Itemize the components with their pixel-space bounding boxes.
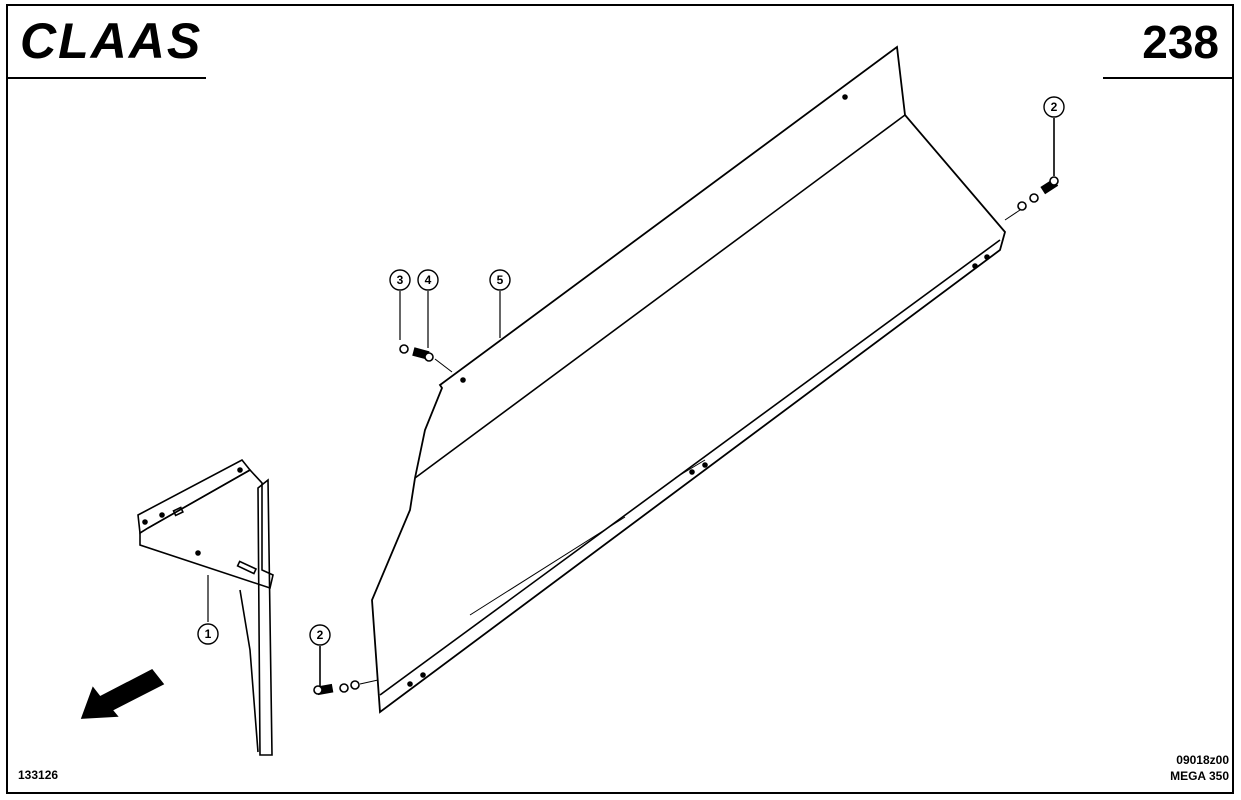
page-number: 238	[1142, 16, 1219, 68]
claas-logo: CLAAS	[20, 14, 202, 64]
callout-2-right: 2	[1043, 96, 1065, 118]
callout-5-label: 5	[497, 273, 504, 287]
callout-2-left: 2	[309, 624, 331, 646]
page-rule	[1103, 77, 1233, 79]
drawing-ref-block: 09018z00 MEGA 350	[1170, 752, 1229, 784]
drawing-ref: 09018z00	[1176, 753, 1229, 767]
callout-1-label: 1	[205, 627, 212, 641]
drawing-frame	[6, 4, 1234, 794]
callout-3: 3	[389, 269, 411, 291]
bolt-right	[1004, 118, 1059, 221]
bolt-left	[313, 646, 379, 696]
bolt-3-4	[399, 344, 453, 373]
model-name: MEGA 350	[1170, 769, 1229, 783]
callout-2-left-label: 2	[317, 628, 324, 642]
callout-2-right-label: 2	[1051, 100, 1058, 114]
leader-lines	[207, 291, 501, 622]
image-ref: 133126	[18, 768, 59, 782]
brand-text: CLAAS	[20, 14, 202, 64]
mounting-bracket	[137, 458, 274, 756]
callout-3-label: 3	[397, 273, 404, 287]
callout-4: 4	[417, 269, 439, 291]
callout-5: 5	[489, 269, 511, 291]
callout-4-label: 4	[425, 273, 432, 287]
deflector-panel	[371, 45, 1006, 714]
direction-arrow	[80, 668, 165, 719]
logo-rule	[8, 77, 206, 79]
callout-1: 1	[197, 623, 219, 645]
